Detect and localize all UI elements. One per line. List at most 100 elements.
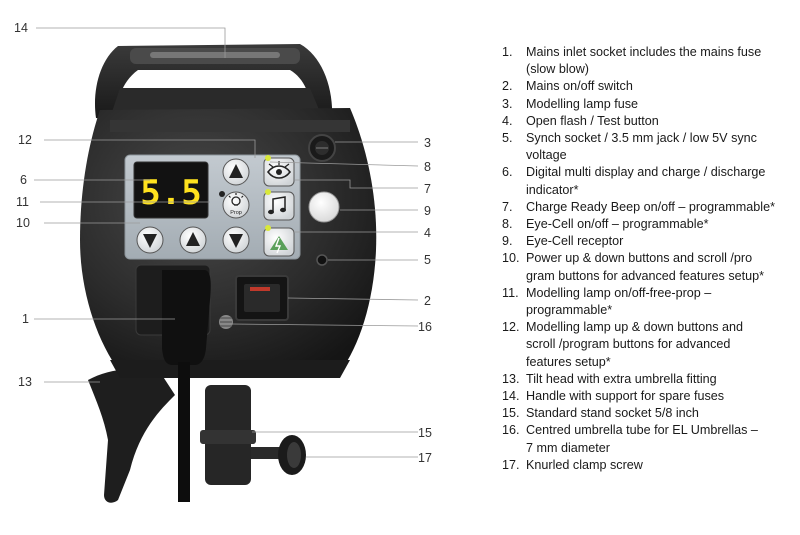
down-arrow-icon [143, 234, 157, 248]
legend-number [502, 354, 526, 371]
callout-14: 14 [14, 21, 28, 35]
up-arrow-icon [186, 232, 200, 246]
eye-cell-led [265, 155, 271, 161]
legend-item-12-line-3: features setup* [502, 354, 798, 371]
legend-text: 7 mm diameter [526, 440, 610, 455]
modelling-lamp-fuse[interactable] [308, 134, 336, 162]
legend-number: 3. [502, 96, 513, 111]
legend-item-12-line-2: scroll /program buttons for advanced [502, 336, 798, 353]
power-down-button[interactable] [136, 226, 164, 254]
power-up-button[interactable] [179, 226, 207, 254]
legend-number: 7. [502, 199, 513, 214]
legend-text: Digital multi display and charge / disch… [526, 165, 766, 180]
legend-item-3: 3. Modelling lamp fuse [502, 96, 798, 113]
legend-text: Eye-Cell on/off – programmable* [526, 217, 709, 232]
legend-number: 9. [502, 234, 513, 249]
legend-number [502, 182, 526, 199]
prop-label: Prop [230, 210, 242, 216]
legend-number [502, 440, 526, 457]
legend-text: Charge Ready Beep on/off – programmable* [526, 199, 775, 214]
lamp-led [219, 191, 225, 197]
mains-cable [178, 362, 190, 502]
legend-item-8: 8. Eye-Cell on/off – programmable* [502, 216, 798, 233]
legend-item-7: 7. Charge Ready Beep on/off – programmabl… [502, 199, 798, 216]
knurled-clamp-screw-face [287, 442, 301, 468]
callout-8: 8 [424, 160, 431, 174]
lamp-bulb-icon [228, 193, 244, 206]
legend-item-5-line-2: voltage [502, 147, 798, 164]
callout-10: 10 [16, 216, 30, 230]
legend-item-1: 1.Mains inlet socket includes the mains … [502, 44, 798, 61]
legend-item-14: 14.Handle with support for spare fuses [502, 388, 798, 405]
legend-text: features setup* [526, 354, 611, 369]
callout-5: 5 [424, 253, 431, 267]
legend-number: 15. [502, 406, 520, 421]
synch-socket[interactable] [316, 254, 328, 266]
legend-number: 1. [502, 45, 513, 59]
legend-number [502, 61, 526, 78]
legend-number [502, 147, 526, 164]
carry-handle[interactable] [94, 44, 333, 120]
legend-item-11-line-2: programmable* [502, 302, 798, 319]
music-note-icon [268, 196, 286, 215]
callout-leaders [34, 27, 419, 458]
modelling-lamp-mode-button[interactable]: Prop [222, 191, 250, 219]
legend-number [502, 302, 526, 319]
mains-switch[interactable] [235, 275, 289, 321]
legend-text: Eye-Cell receptor [526, 234, 624, 249]
modelling-lamp-up-button[interactable] [222, 158, 250, 186]
callout-13: 13 [18, 375, 32, 389]
legend-number: 16. [502, 423, 520, 438]
legend-text: Handle with support for spare fuses [526, 389, 725, 404]
legend-text: gram buttons for advanced features setup… [526, 268, 765, 283]
digital-display: 5.5 [133, 161, 209, 219]
legend-text: Knurled clamp screw [526, 457, 643, 472]
legend-text: Tilt head with extra umbrella fitting [526, 371, 717, 386]
tilt-head [88, 368, 175, 503]
legend-number: 6. [502, 165, 513, 180]
callout-2: 2 [424, 294, 431, 308]
mains-plug [162, 270, 211, 365]
legend-number: 5. [502, 131, 513, 146]
stand-collar [200, 430, 256, 444]
charge-beep-toggle-button[interactable] [263, 191, 295, 221]
eye-icon [266, 161, 292, 179]
legend-item-5: 5. Synch socket / 3.5 mm jack / low 5V sy… [502, 130, 798, 147]
test-flash-button[interactable] [263, 227, 295, 257]
legend-number: 12. [502, 320, 520, 335]
callout-3: 3 [424, 136, 431, 150]
legend-item-6: 6. Digital multi display and charge / dis… [502, 164, 798, 181]
eye-cell-toggle-button[interactable] [263, 157, 295, 187]
callout-7: 7 [424, 182, 431, 196]
legend-text: Modelling lamp up & down buttons and [526, 320, 744, 335]
legend-text: Synch socket / 3.5 mm jack / low 5V sync [526, 131, 757, 146]
legend-number: 13. [502, 371, 520, 386]
callout-9: 9 [424, 204, 431, 218]
callout-12: 12 [18, 133, 32, 147]
legend-text: indicator* [526, 182, 579, 197]
legend-item-1-line-2: (slow blow) [502, 61, 798, 78]
legend-item-6-line-2: indicator* [502, 182, 798, 199]
legend-number: 8. [502, 217, 513, 232]
legend-text: Modelling lamp on/off-free-prop – [526, 285, 712, 300]
callout-6: 6 [20, 173, 27, 187]
stand-assembly [88, 368, 306, 503]
legend-item-13: 13. Tilt head with extra umbrella fitting [502, 371, 798, 388]
callout-15: 15 [418, 426, 432, 440]
legend-number: 10. [502, 251, 520, 266]
legend-item-15: 15.Standard stand socket 5/8 inch [502, 405, 798, 422]
legend-number: 11. [502, 285, 519, 300]
up-arrow-icon [229, 164, 243, 178]
legend-text: Modelling lamp fuse [526, 96, 639, 111]
legend-text: (slow blow) [526, 62, 589, 77]
legend-item-9: 9. Eye-Cell receptor [502, 233, 798, 250]
mains-inlet-socket[interactable] [135, 264, 211, 502]
clamp-screw-shaft [251, 447, 283, 459]
legend-number [502, 268, 526, 285]
legend-item-4: 4.Open flash / Test button [502, 113, 798, 130]
legend-text: voltage [526, 148, 567, 163]
modelling-lamp-down-button[interactable] [222, 226, 250, 254]
legend-item-12: 12. Modelling lamp up & down buttons and [502, 319, 798, 336]
legend-text: scroll /program buttons for advanced [526, 337, 731, 352]
